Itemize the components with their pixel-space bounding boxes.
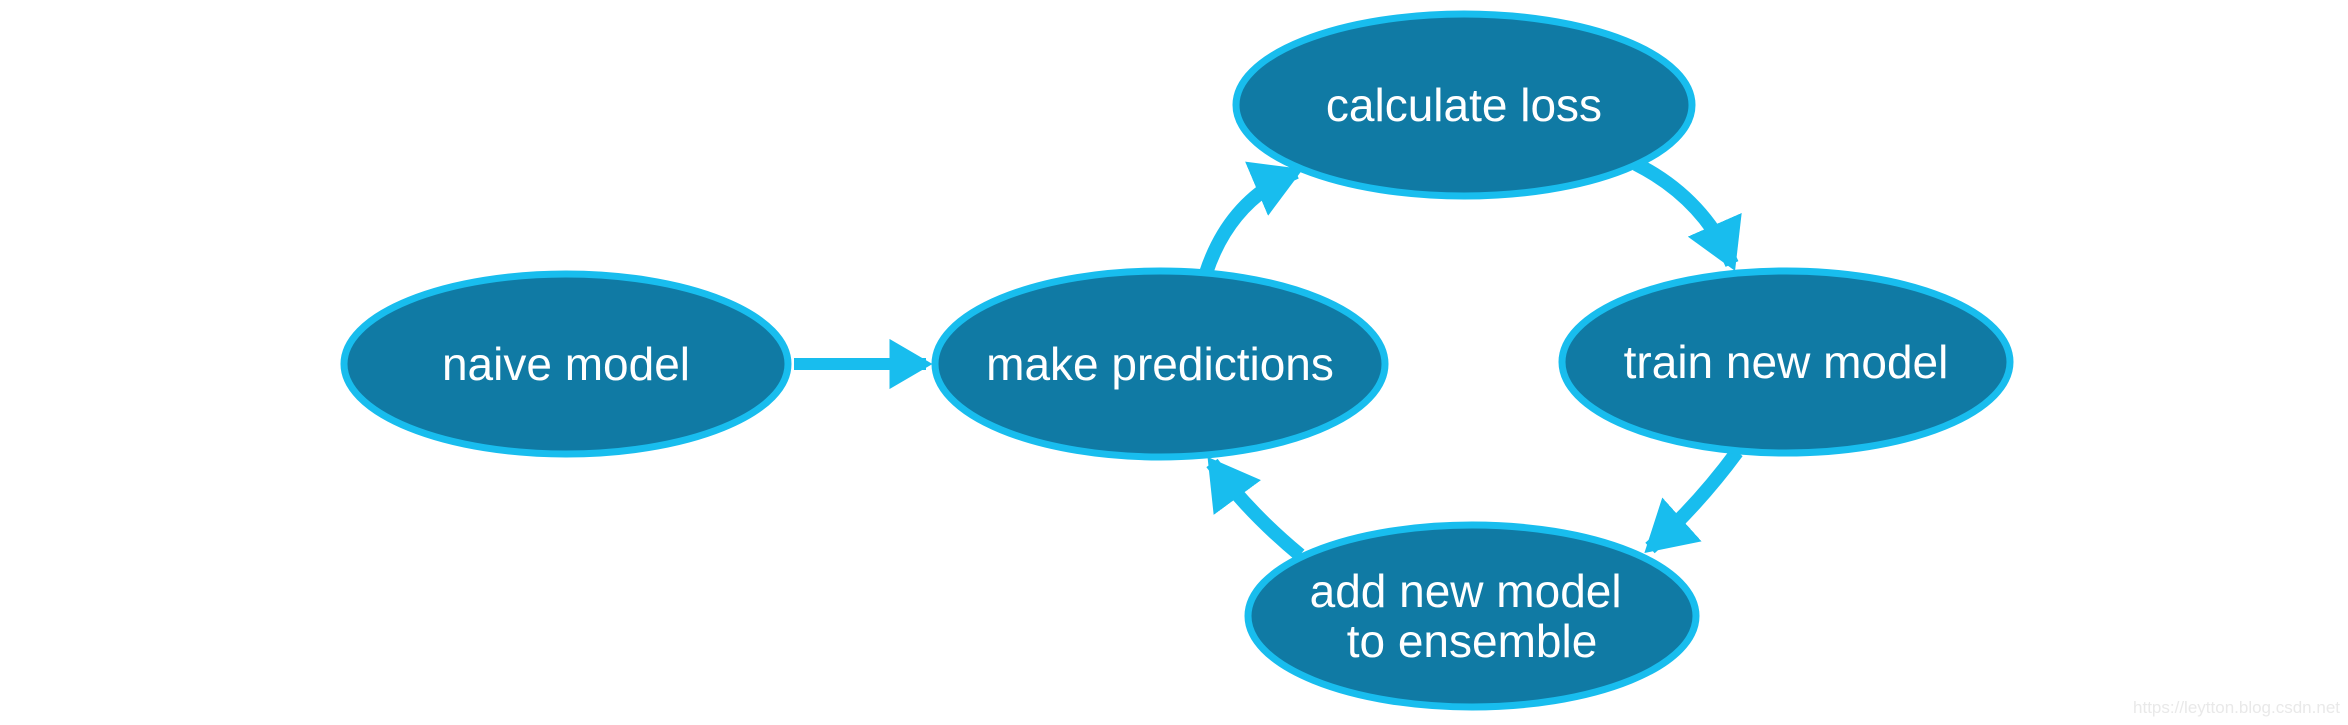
node-label-add-new-model-line1: add new model — [1310, 565, 1622, 617]
node-train-new-model — [1558, 267, 2014, 457]
edge-calculate-loss-to-train-new-model — [1632, 157, 1742, 271]
node-label-naive-model: naive model — [442, 338, 690, 390]
watermark: https://leytton.blog.csdn.net — [2133, 698, 2340, 717]
node-label-calculate-loss: calculate loss — [1326, 79, 1602, 131]
node-label-make-predictions: make predictions — [986, 338, 1334, 390]
node-naive-model — [340, 270, 792, 458]
node-label-add-new-model: add new model to ensemble — [1310, 565, 1635, 667]
node-label-add-new-model-line2: to ensemble — [1347, 615, 1598, 667]
edge-make-predictions-to-calculate-loss — [1199, 161, 1303, 276]
node-make-predictions — [931, 267, 1389, 461]
edge-train-new-model-to-add-new-model — [1644, 447, 1743, 554]
node-shapes — [340, 10, 2014, 711]
node-label-train-new-model: train new model — [1624, 336, 1949, 388]
edge-add-new-model-to-make-predictions — [1206, 456, 1305, 561]
node-add-new-model-to-ensemble — [1244, 521, 1700, 711]
edges — [794, 157, 1743, 561]
node-labels: naive model make predictions calculate l… — [442, 79, 1948, 667]
node-calculate-loss — [1232, 10, 1696, 200]
